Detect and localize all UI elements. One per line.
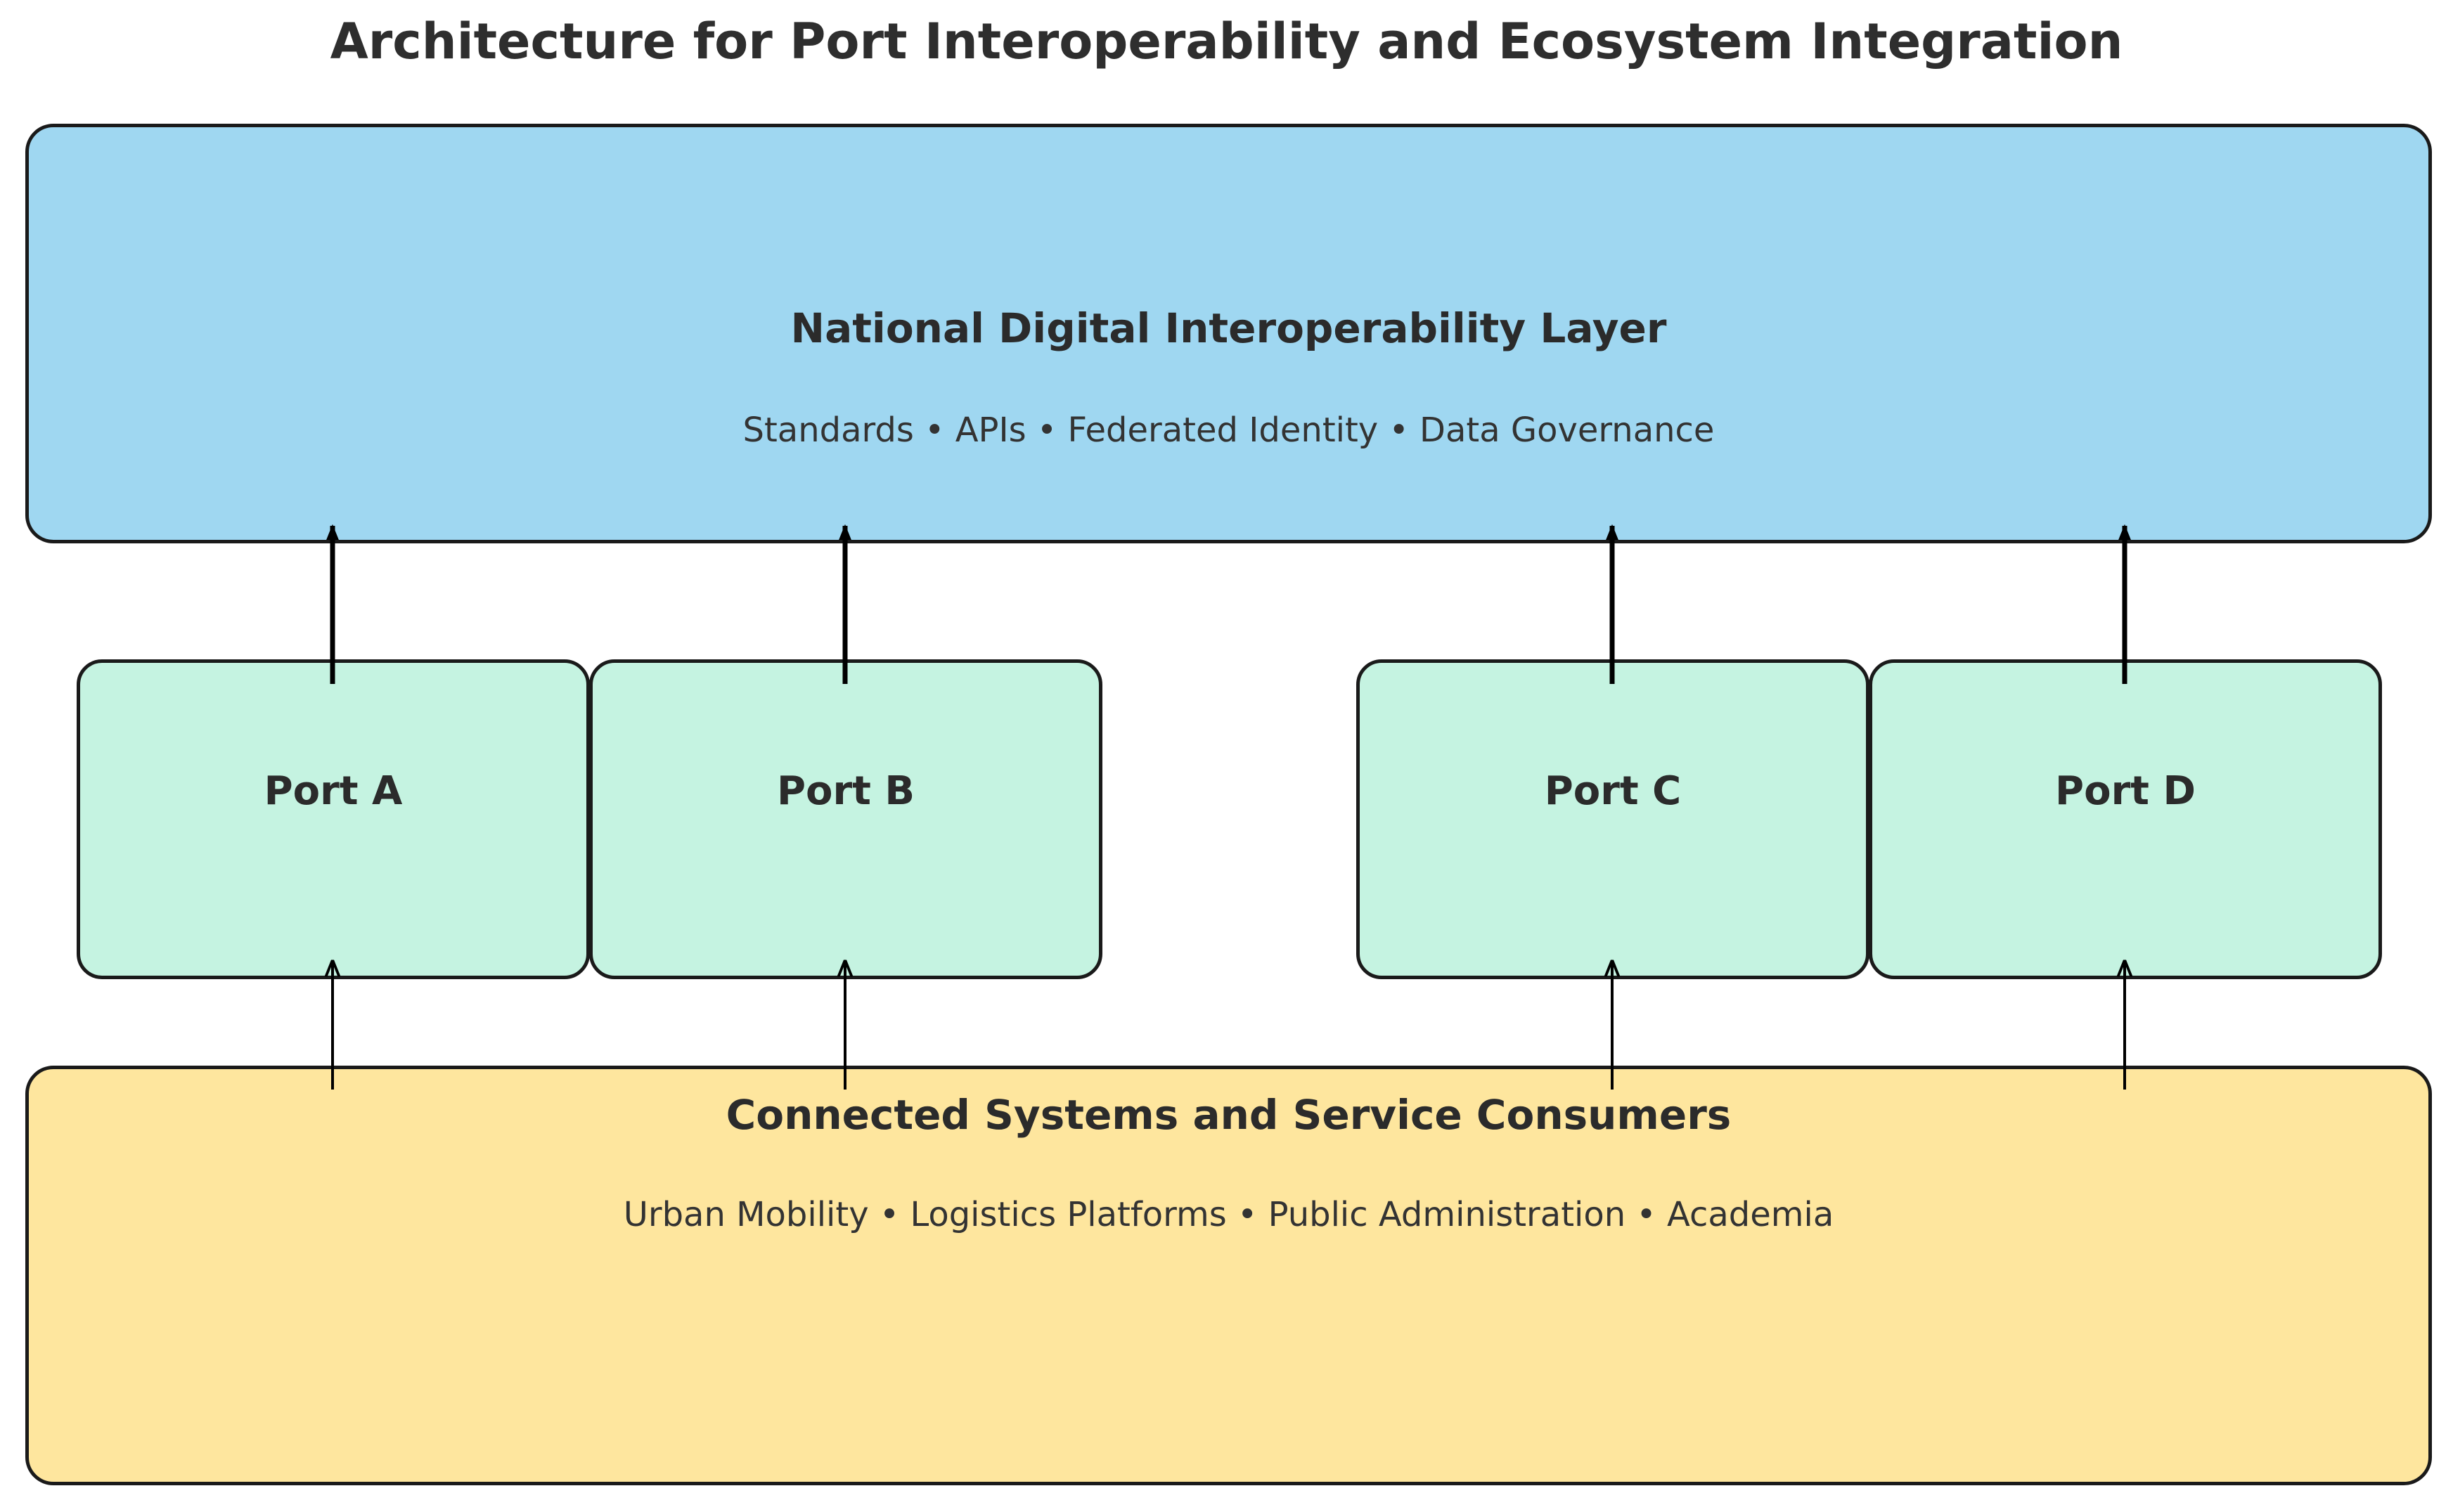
port-d-box: Port D — [1869, 659, 2382, 979]
port-b-box: Port B — [589, 659, 1102, 979]
port-c-label: Port C — [1544, 768, 1682, 814]
interoperability-layer-box: National Digital Interoperability Layer … — [25, 124, 2432, 543]
port-b-label: Port B — [776, 768, 915, 814]
port-a-label: Port A — [264, 768, 403, 814]
interoperability-layer-title: National Digital Interoperability Layer — [790, 304, 1667, 352]
interoperability-layer-subtitle: Standards • APIs • Federated Identity • … — [742, 411, 1715, 450]
service-consumers-box: Connected Systems and Service Consumers … — [25, 1066, 2432, 1485]
port-c-box: Port C — [1356, 659, 1869, 979]
port-a-box: Port A — [77, 659, 590, 979]
diagram-title: Architecture for Port Interoperability a… — [330, 13, 2123, 70]
service-consumers-title: Connected Systems and Service Consumers — [726, 1091, 1732, 1139]
service-consumers-subtitle: Urban Mobility • Logistics Platforms • P… — [623, 1195, 1834, 1234]
port-d-label: Port D — [2055, 768, 2196, 814]
